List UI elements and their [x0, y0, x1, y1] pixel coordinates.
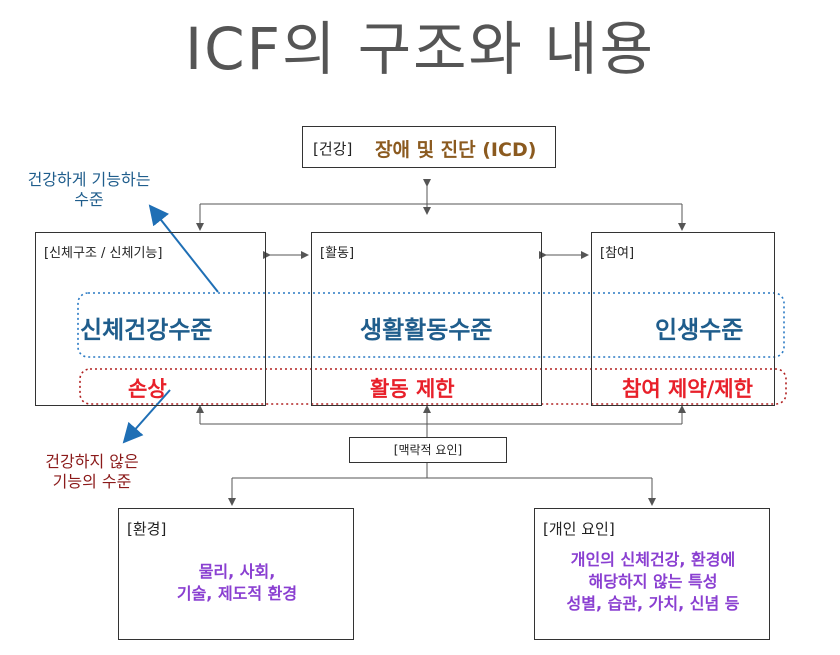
healthy-note-line2: 수준: [74, 190, 104, 209]
context-factors-box: [맥락적 요인]: [349, 437, 507, 463]
personal-line3: 성별, 습관, 가치, 신념 등: [566, 594, 740, 613]
participation-restriction-label: 참여 제약/제한: [622, 377, 753, 401]
participation-level-label: 인생수준: [655, 316, 744, 344]
environment-line1: 물리, 사회,: [198, 562, 276, 581]
impairment-label: 손상: [128, 377, 167, 401]
healthy-level-note: 건강하게 기능하는 수준: [0, 170, 178, 210]
activity-level-label: 생활활동수준: [360, 316, 493, 344]
unhealthy-note-line1: 건강하지 않은: [45, 452, 139, 471]
participation-tag: [참여]: [600, 246, 635, 261]
activity-limitation-label: 활동 제한: [370, 377, 455, 401]
body-tag: [신체구조 / 신체기능]: [44, 246, 163, 261]
health-box: [건강] 장애 및 진단 (ICD): [302, 126, 556, 168]
environment-tag: [환경]: [127, 520, 167, 538]
personal-tag: [개인 요인]: [543, 520, 615, 538]
personal-box: [개인 요인] 개인의 신체건강, 환경에 해당하지 않는 특성 성별, 습관,…: [534, 508, 770, 640]
body-box: [신체구조 / 신체기능]: [35, 232, 266, 406]
environment-line2: 기술, 제도적 환경: [176, 584, 298, 603]
unhealthy-note-line2: 기능의 수준: [52, 472, 132, 491]
healthy-pointer-arrow: [148, 204, 219, 293]
health-label: 장애 및 진단 (ICD): [375, 139, 537, 161]
unhealthy-level-note: 건강하지 않은 기능의 수준: [22, 452, 162, 492]
context-label: [맥락적 요인]: [393, 443, 463, 457]
environment-box: [환경] 물리, 사회, 기술, 제도적 환경: [118, 508, 354, 640]
page-title: ICF의 구조와 내용: [185, 15, 655, 83]
activity-tag: [활동]: [320, 246, 355, 261]
healthy-note-line1: 건강하게 기능하는: [27, 170, 151, 189]
environment-desc: 물리, 사회, 기술, 제도적 환경: [119, 561, 355, 605]
limitation-band: [79, 368, 787, 405]
activity-box: [활동]: [311, 232, 542, 406]
participation-box: [참여]: [591, 232, 775, 406]
personal-line2: 해당하지 않는 특성: [588, 572, 718, 591]
personal-desc: 개인의 신체건강, 환경에 해당하지 않는 특성 성별, 습관, 가치, 신념 …: [535, 549, 771, 615]
personal-line1: 개인의 신체건강, 환경에: [570, 550, 736, 569]
body-level-label: 신체건강수준: [80, 316, 213, 344]
health-tag: [건강]: [313, 140, 353, 158]
unhealthy-pointer-arrow: [122, 389, 171, 444]
